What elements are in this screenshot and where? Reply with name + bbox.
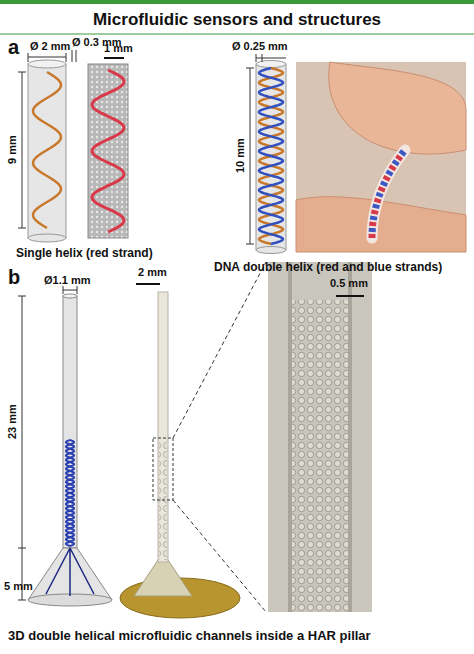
helix-strand [259,68,283,244]
title-rule [0,34,474,35]
scale-bar-label: 1 mm [104,42,133,54]
finger-photo [296,62,466,252]
scale-bar-label: 2 mm [138,266,167,278]
caption: 3D double helical microfluidic channels … [8,628,371,643]
caption: DNA double helix (red and blue strands) [214,260,442,274]
dimension: Ø 0.25 mm [232,40,288,52]
helix-strand [259,68,283,244]
helix-strand [66,440,74,546]
dimension: 5 mm [4,580,33,592]
panel-letter: a [8,36,19,59]
figure-title: Microfluidic sensors and structures [0,10,474,30]
pillar-schematic [18,286,112,606]
helix-strand [66,440,74,546]
pillar-photo [120,284,240,618]
zoom-photo [173,262,372,612]
dimension: Ø 2 mm [30,40,70,52]
dimension: 23 mm [6,405,18,440]
top-bar [0,0,474,4]
caption: Single helix (red strand) [16,246,153,260]
helix-strand [33,72,61,228]
dimension: 9 mm [6,136,18,165]
panel-letter: b [8,266,20,289]
dimension: 10 mm [234,139,246,174]
single-helix-photo [88,58,128,238]
single-helix-schematic [18,50,76,242]
helix-strand [92,70,124,232]
double-helix-schematic [246,54,286,254]
scale-bar-label: 0.5 mm [330,277,368,289]
dimension: Ø1.1 mm [44,274,90,286]
